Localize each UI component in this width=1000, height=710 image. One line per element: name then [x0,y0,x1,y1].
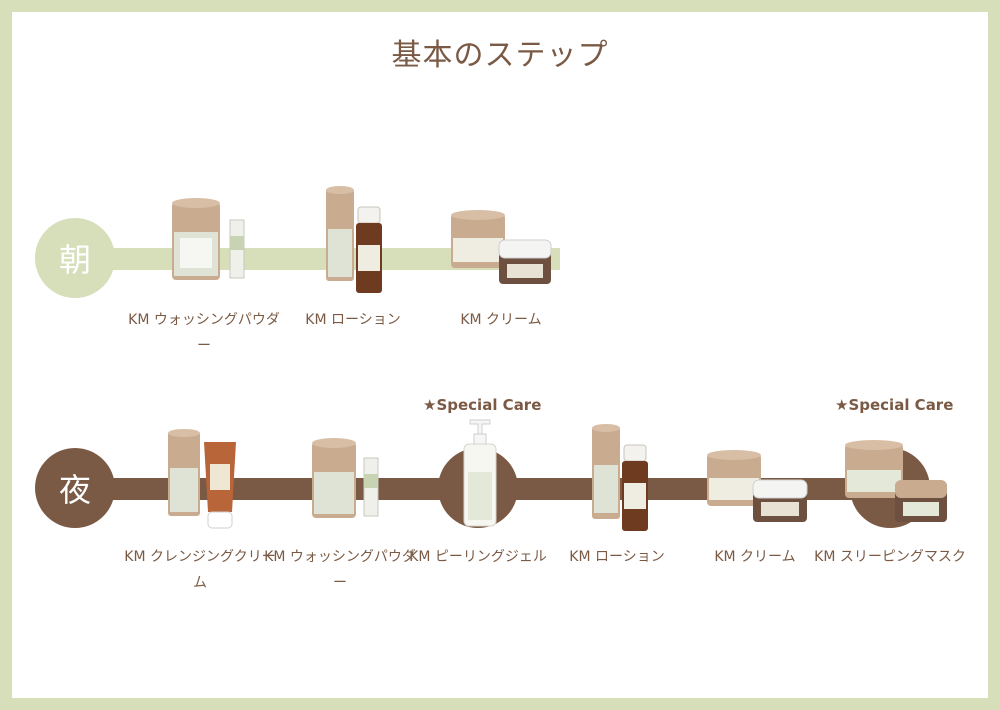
special-care-label-peeling: ★Special Care [423,396,542,414]
night-badge: 夜 [35,448,115,528]
night-lotion-icon [592,424,648,531]
night-peeling-gel-icon [463,419,497,527]
page-title: 基本のステップ [391,38,609,73]
night-label-washing-powder: KM ウォッシングパウダー [264,549,416,591]
night-cream-icon [707,450,808,522]
morning-label-washing-powder: KM ウォッシングパウダー [128,312,280,354]
morning-badge: 朝 [35,218,115,298]
night-label-cleansing-cream: KM クレンジングクリーム [124,549,276,591]
morning-cream-icon [451,210,552,284]
morning-badge-label: 朝 [58,241,91,279]
special-care-label-sleeping-mask: ★Special Care [835,396,954,414]
night-sleeping-mask-icon [845,440,947,522]
night-badge-label: 夜 [58,471,91,509]
night-label-peeling-gel: KM ピーリングジェル [409,549,547,565]
night-cleansing-cream-icon [168,429,236,529]
night-label-cream: KM クリーム [714,549,796,565]
morning-lotion-icon [326,186,382,293]
night-label-lotion: KM ローション [569,549,665,565]
morning-label-cream: KM クリーム [460,312,542,328]
night-label-sleeping-mask: KM スリーピングマスク [814,549,966,565]
night-washing-powder-icon [312,438,379,518]
morning-label-lotion: KM ローション [305,312,401,328]
morning-washing-powder-icon [172,198,245,280]
